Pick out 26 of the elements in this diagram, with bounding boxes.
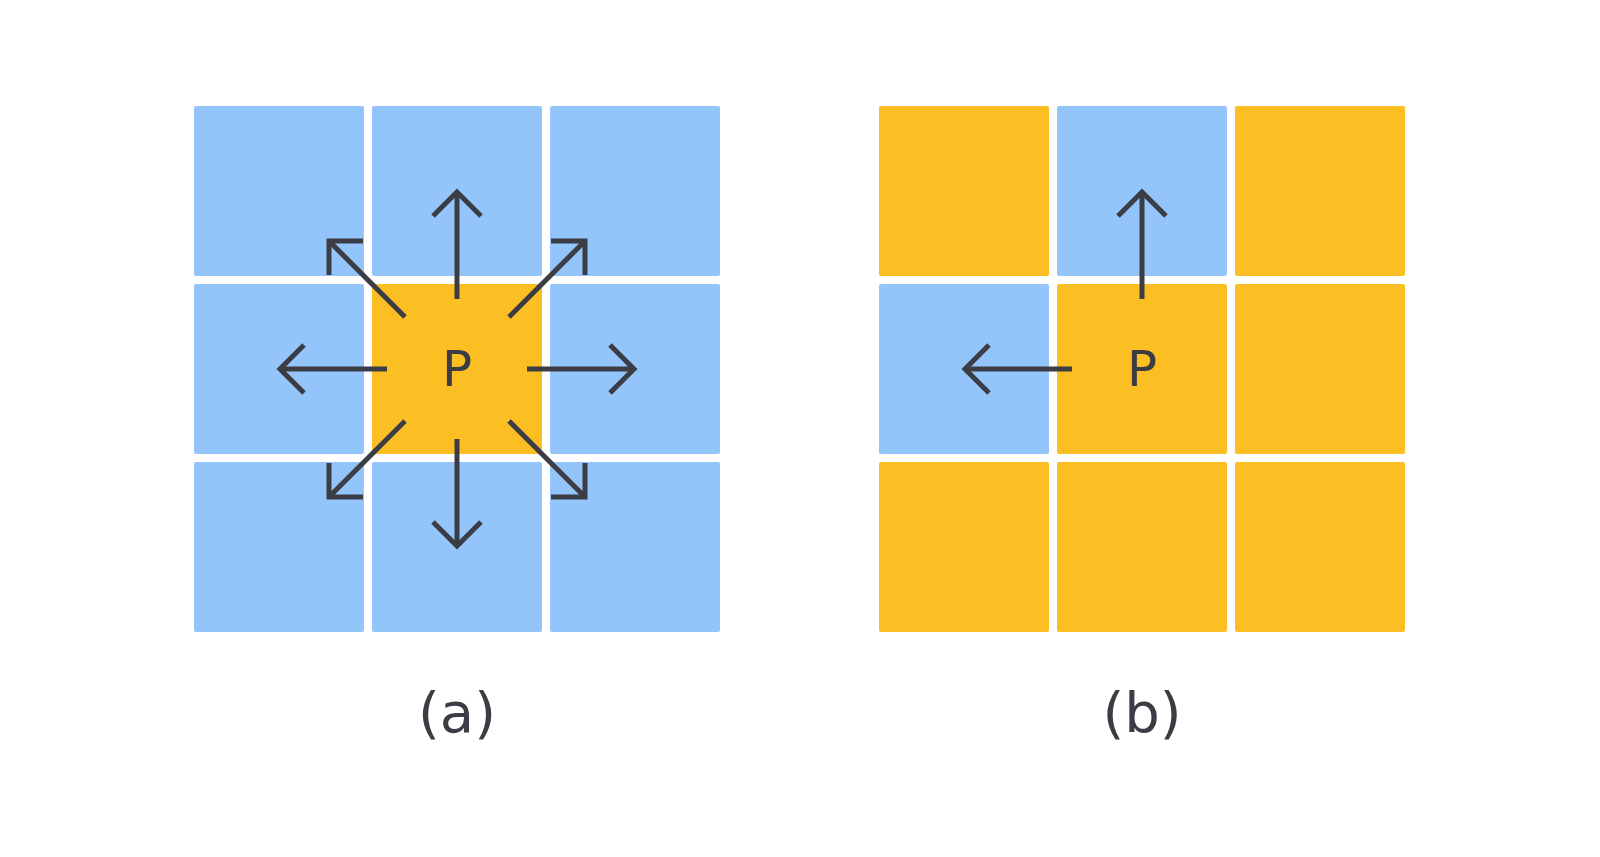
grid-cell xyxy=(550,106,720,276)
arrow xyxy=(430,189,484,299)
center-cell: P xyxy=(1057,284,1227,454)
grid-cell xyxy=(550,284,720,454)
arrow xyxy=(962,342,1072,396)
grid-cell xyxy=(1235,284,1405,454)
grid-cell xyxy=(1057,462,1227,632)
grid-cell xyxy=(879,284,1049,454)
panel-caption: (a) xyxy=(418,680,496,745)
arrow xyxy=(1115,189,1169,299)
arrow xyxy=(277,342,387,396)
grid-cell xyxy=(1235,106,1405,276)
grid-cell xyxy=(879,106,1049,276)
center-cell: P xyxy=(372,284,542,454)
arrow xyxy=(527,342,637,396)
grid-cell xyxy=(194,462,364,632)
grid-cell xyxy=(194,106,364,276)
grid-cell xyxy=(550,462,720,632)
grid-cell xyxy=(372,462,542,632)
panel-caption: (b) xyxy=(1102,680,1182,745)
grid-cell xyxy=(372,106,542,276)
grid-cell xyxy=(1057,106,1227,276)
grid-cell xyxy=(879,462,1049,632)
arrow xyxy=(430,439,484,549)
grid-cell xyxy=(1235,462,1405,632)
grid-cell xyxy=(194,284,364,454)
